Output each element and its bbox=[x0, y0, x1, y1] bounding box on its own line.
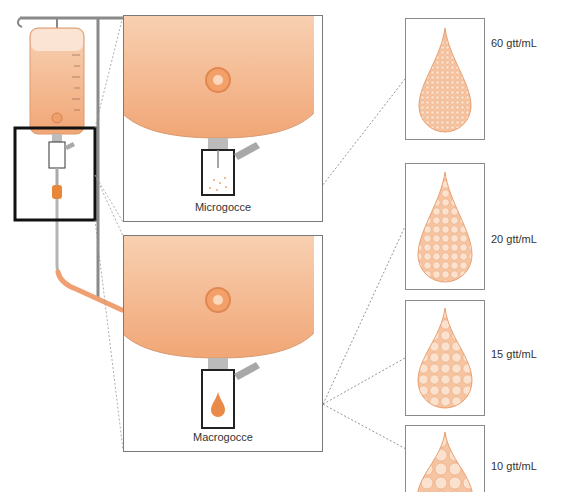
drop-20 bbox=[418, 172, 472, 282]
zoom-box: Microgocce bbox=[123, 15, 323, 222]
tube-sleeve bbox=[58, 272, 122, 310]
drip-chamber bbox=[49, 142, 65, 168]
drop-rate-label: 20 gtt/mL bbox=[491, 233, 537, 246]
drip-chamber bbox=[202, 150, 234, 195]
drop-box: 20 gtt/mL bbox=[405, 163, 485, 290]
spike bbox=[52, 134, 62, 142]
pole-hook bbox=[18, 18, 22, 27]
macro-drop bbox=[211, 392, 225, 417]
spike bbox=[208, 358, 228, 370]
pole-post bbox=[97, 18, 100, 300]
drop-box: 60 gtt/mL bbox=[405, 18, 485, 140]
drop-rate-label: 60 gtt/mL bbox=[491, 37, 537, 50]
zoom-connector bbox=[323, 404, 405, 448]
bag-port bbox=[206, 288, 230, 312]
iv-bag bbox=[30, 18, 84, 134]
spike bbox=[208, 138, 228, 150]
clamp bbox=[52, 185, 62, 199]
bag-port bbox=[213, 295, 223, 305]
roller bbox=[65, 142, 75, 150]
drop-60 bbox=[419, 28, 471, 132]
drop-rate-label: 10 gtt/mL bbox=[491, 460, 537, 473]
drip-chamber bbox=[202, 370, 234, 428]
drop-box: 15 gtt/mL bbox=[405, 300, 485, 416]
bag-hanger bbox=[56, 18, 58, 29]
zoom-connector bbox=[323, 79, 405, 185]
zoom-leaders bbox=[95, 16, 123, 450]
roller bbox=[234, 362, 260, 380]
bag-body bbox=[30, 28, 84, 134]
drop-15 bbox=[418, 308, 472, 408]
zoom-label: Macrogocce bbox=[124, 431, 322, 444]
bag-scale bbox=[72, 55, 80, 110]
bag-top bbox=[31, 29, 83, 51]
bag-port bbox=[213, 75, 223, 85]
roller bbox=[234, 142, 260, 160]
micro-drops bbox=[209, 177, 227, 191]
pole-bar bbox=[20, 17, 136, 20]
bag-port bbox=[206, 68, 230, 92]
macro-zoom-art bbox=[124, 236, 314, 428]
bag-port bbox=[52, 113, 62, 123]
bag-bottom bbox=[124, 16, 314, 138]
zoom-box: Macrogocce bbox=[123, 235, 323, 452]
zoom-connector bbox=[323, 227, 405, 405]
micro-needle bbox=[217, 150, 219, 168]
drop-10 bbox=[417, 432, 473, 492]
iv-pole bbox=[18, 18, 138, 300]
tube bbox=[56, 168, 59, 186]
zoom-label: Microgocce bbox=[124, 201, 322, 214]
highlight-frame bbox=[15, 128, 95, 220]
micro-zoom-art bbox=[124, 16, 314, 195]
drop-rate-label: 15 gtt/mL bbox=[491, 348, 537, 361]
drop-box: 10 gtt/mL bbox=[405, 425, 485, 492]
bag-bottom bbox=[124, 236, 314, 358]
zoom-connector bbox=[323, 358, 405, 404]
